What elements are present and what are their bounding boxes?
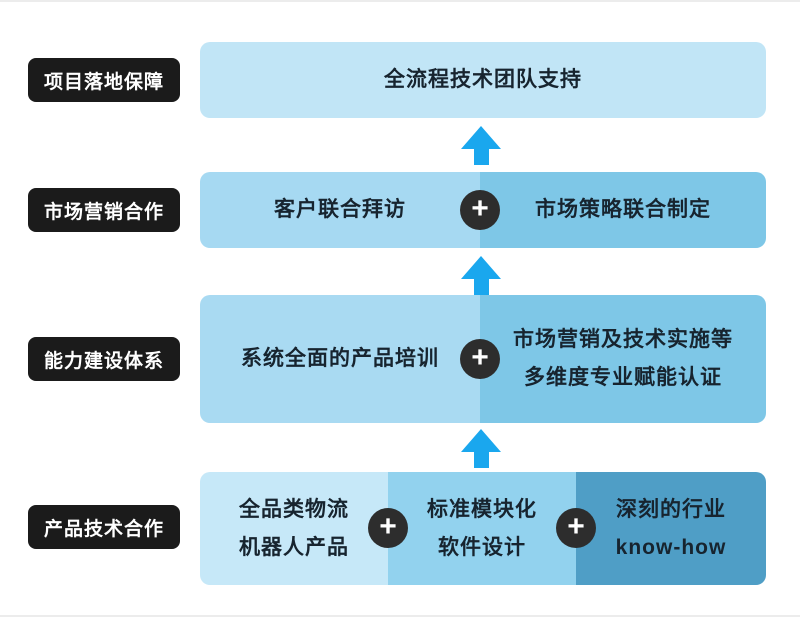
up-arrow-head bbox=[461, 429, 501, 452]
up-arrow-stem bbox=[473, 149, 489, 165]
row-label-capability-building: 能力建设体系 bbox=[28, 337, 180, 381]
box-logistics-robot-products: 全品类物流 机器人产品 bbox=[200, 472, 388, 585]
box-multi-dimension-certification: 市场营销及技术实施等 多维度专业赋能认证 bbox=[480, 295, 766, 423]
box-industry-know-how: 深刻的行业 know-how bbox=[576, 472, 766, 585]
box-full-process-tech-support: 全流程技术团队支持 bbox=[200, 42, 766, 118]
plus-icon: + bbox=[368, 508, 408, 548]
up-arrow-icon bbox=[461, 256, 501, 295]
plus-icon: + bbox=[460, 190, 500, 230]
up-arrow-icon bbox=[461, 126, 501, 165]
box-product-training: 系统全面的产品培训 bbox=[200, 295, 480, 423]
up-arrow-head bbox=[461, 256, 501, 279]
row-label-marketing-cooperation: 市场营销合作 bbox=[28, 188, 180, 232]
box-joint-market-strategy: 市场策略联合制定 bbox=[480, 172, 766, 248]
up-arrow-stem bbox=[473, 452, 489, 468]
box-modular-software-design: 标准模块化 软件设计 bbox=[388, 472, 576, 585]
plus-icon: + bbox=[556, 508, 596, 548]
row-label-project-guarantee: 项目落地保障 bbox=[28, 58, 180, 102]
box-joint-customer-visits: 客户联合拜访 bbox=[200, 172, 480, 248]
up-arrow-icon bbox=[461, 429, 501, 468]
row-label-product-tech-cooperation: 产品技术合作 bbox=[28, 505, 180, 549]
up-arrow-stem bbox=[473, 279, 489, 295]
plus-icon: + bbox=[460, 339, 500, 379]
up-arrow-head bbox=[461, 126, 501, 149]
